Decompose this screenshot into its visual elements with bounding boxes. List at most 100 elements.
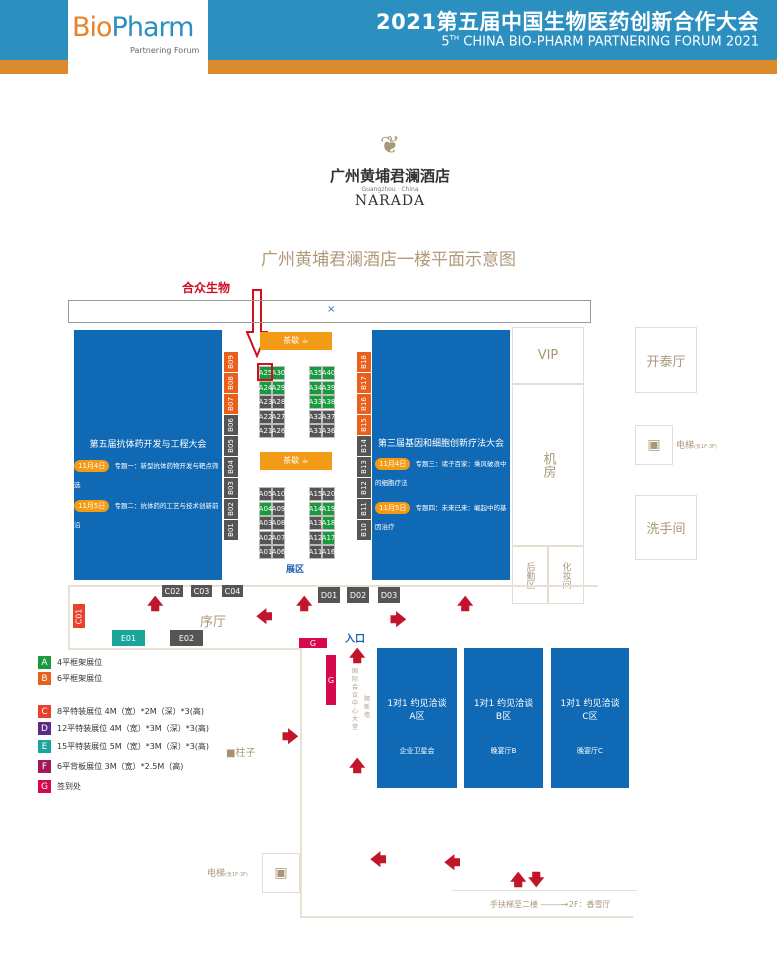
arrow-down-icon: 🡇 [528,870,545,889]
stand-b09[interactable]: B09 [224,352,238,373]
stand-b06[interactable]: B06 [224,415,238,436]
stand-a08[interactable]: A08 [272,516,285,530]
stand-b13[interactable]: B13 [357,457,371,478]
stand-c04[interactable]: C04 [222,585,243,597]
stand-a20[interactable]: A20 [322,487,335,501]
elevator-label: 电梯(负1F-3F) [207,869,248,879]
stand-a02[interactable]: A02 [259,530,272,545]
stand-a01[interactable]: A01 [259,545,272,559]
stand-b17[interactable]: B17 [357,373,371,394]
stand-a11[interactable]: A11 [309,545,322,559]
stand-b02[interactable]: B02 [224,499,238,520]
stand-c02[interactable]: C02 [162,585,183,597]
stand-g-reception[interactable]: G [299,638,327,648]
stand-d02[interactable]: D02 [347,587,369,603]
stand-a18[interactable]: A18 [322,516,335,530]
stand-a34[interactable]: A34 [309,380,322,395]
room-kaitai: 开泰厅 [635,327,697,393]
wall [68,585,598,587]
stand-a14[interactable]: A14 [309,501,322,516]
stand-a06[interactable]: A06 [272,545,285,559]
stand-b04[interactable]: B04 [224,457,238,478]
stand-e01[interactable]: E01 [112,630,145,646]
arrow-up-icon: 🡅 [457,594,474,613]
stand-a15[interactable]: A15 [309,487,322,501]
room-vip: VIP [512,327,584,384]
room-restroom: 洗手间 [635,495,697,560]
stand-d03[interactable]: D03 [378,587,400,603]
legend-text: 签到处 [57,782,81,791]
legend-text: 15平特装展位 5M（宽）*3M（深）*3(高) [57,742,210,751]
stand-b10[interactable]: B10 [357,520,371,541]
stand-a23[interactable]: A23 [259,395,272,409]
stand-label: B12 [360,481,368,495]
stand-a32[interactable]: A32 [309,409,322,424]
legend-swatch: G [38,780,51,793]
stand-a12[interactable]: A12 [309,530,322,545]
stand-a03[interactable]: A03 [259,516,272,530]
stand-label: B13 [360,460,368,474]
stand-a40[interactable]: A40 [322,366,335,380]
stand-a36[interactable]: A36 [322,424,335,438]
arrow-right-icon: 🡆 [390,610,407,629]
stand-a13[interactable]: A13 [309,516,322,530]
stand-a35[interactable]: A35 [309,366,322,380]
search-input[interactable]: × [68,300,591,323]
stand-b18[interactable]: B18 [357,352,371,373]
pillar-legend: ■柱子 [226,748,256,759]
highlight-box [257,363,273,381]
stand-a30[interactable]: A30 [272,366,285,380]
stand-b03[interactable]: B03 [224,478,238,499]
elevator-icon: ▣ [262,853,300,893]
stand-a17[interactable]: A17 [322,530,335,545]
stand-a07[interactable]: A07 [272,530,285,545]
arrow-up-icon: 🡅 [147,594,164,613]
stand-a33[interactable]: A33 [309,395,322,409]
legend-text: 12平特装展位 4M（宽）*3M（深）*3(高) [57,724,210,733]
arrow-left-icon: 🡄 [256,607,273,626]
stand-e02[interactable]: E02 [170,630,203,646]
stand-label: B01 [227,523,235,537]
stand-a09[interactable]: A09 [272,501,285,516]
tea-break-area: 茶歇 ☕ [260,332,332,350]
stand-a37[interactable]: A37 [322,409,335,424]
stand-g-reception[interactable]: G [326,655,336,705]
stand-b11[interactable]: B11 [357,499,371,520]
clear-icon[interactable]: × [327,304,336,315]
stand-a10[interactable]: A10 [272,487,285,501]
stand-b01[interactable]: B01 [224,520,238,541]
stand-a39[interactable]: A39 [322,380,335,395]
stand-b08[interactable]: B08 [224,373,238,394]
stand-a38[interactable]: A38 [322,395,335,409]
stand-c01[interactable]: C01 [73,604,85,628]
stand-label: B02 [227,502,235,516]
stand-c03[interactable]: C03 [191,585,212,597]
stand-a05[interactable]: A05 [259,487,272,501]
stand-a24[interactable]: A24 [259,380,272,395]
arrow-up-icon: 🡅 [349,646,366,665]
stand-a27[interactable]: A27 [272,409,285,424]
stand-a31[interactable]: A31 [309,424,322,438]
stand-b12[interactable]: B12 [357,478,371,499]
stand-b16[interactable]: B16 [357,394,371,415]
stand-b14[interactable]: B14 [357,436,371,457]
stand-a21[interactable]: A21 [259,424,272,438]
stand-d01[interactable]: D01 [318,587,340,603]
stand-a19[interactable]: A19 [322,501,335,516]
stand-b05[interactable]: B05 [224,436,238,457]
stand-a29[interactable]: A29 [272,380,285,395]
wall [68,648,300,650]
stand-a16[interactable]: A16 [322,545,335,559]
stand-a04[interactable]: A04 [259,501,272,516]
stand-a22[interactable]: A22 [259,409,272,424]
marker-label: 合众生物 [182,281,231,295]
stand-a28[interactable]: A28 [272,395,285,409]
stand-a26[interactable]: A26 [272,424,285,438]
stand-b07[interactable]: B07 [224,394,238,415]
stand-b15[interactable]: B15 [357,415,371,436]
